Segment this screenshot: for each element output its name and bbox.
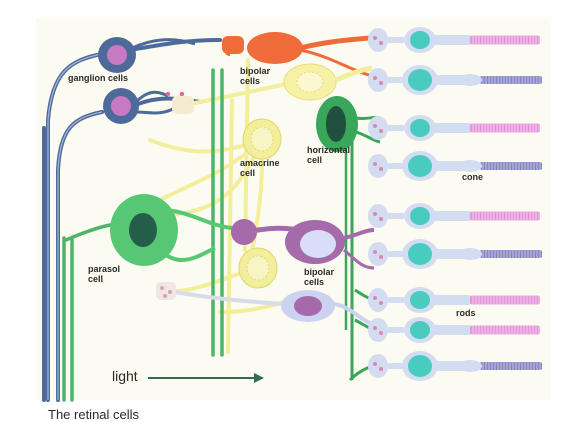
light-arrow (148, 373, 264, 383)
bipolar-cell-yellow (283, 63, 373, 101)
rod-cell (368, 351, 542, 381)
rod-cell (368, 239, 542, 269)
cone-cell (368, 287, 540, 313)
parasol-cell (110, 194, 233, 266)
cone-cell (368, 115, 540, 141)
figure-caption: The retinal cells (48, 407, 140, 422)
label-amacrine-cell: amacrine cell (240, 158, 280, 178)
ganglion-cell-top (98, 37, 136, 73)
synapse-cluster-bottom (156, 282, 176, 300)
bipolar-cell-purple (231, 219, 375, 270)
bipolar-cell-orange (222, 32, 373, 78)
green-axons (62, 68, 224, 402)
label-parasol-cell: parasol cell (88, 264, 121, 284)
cone-cell (368, 203, 540, 229)
label-rods: rods (456, 308, 476, 318)
synapse-cluster-top (172, 96, 194, 114)
cone-cell (368, 27, 540, 53)
rod-cell (368, 65, 542, 95)
amacrine-cell-bottom (238, 247, 278, 289)
photoreceptor-layer (368, 27, 542, 381)
label-bipolar-cells-bottom: bipolar cells (304, 267, 335, 287)
rod-cell (368, 151, 542, 181)
horizontal-cell (316, 96, 381, 382)
label-cone: cone (462, 172, 484, 182)
label-bipolar-cells-top: bipolar cells (240, 66, 271, 86)
ganglion-axons-inner (47, 53, 103, 400)
bipolar-cell-lavender (174, 290, 375, 327)
cone-cell (368, 317, 540, 343)
ganglion-dendrites (131, 38, 196, 115)
label-light: light (112, 368, 138, 384)
amacrine-cell-top (242, 118, 282, 160)
label-ganglion-cells: ganglion cells (68, 73, 129, 83)
ganglion-cell-middle (103, 88, 139, 124)
label-horizontal-cell: horizontal cell (307, 145, 350, 165)
